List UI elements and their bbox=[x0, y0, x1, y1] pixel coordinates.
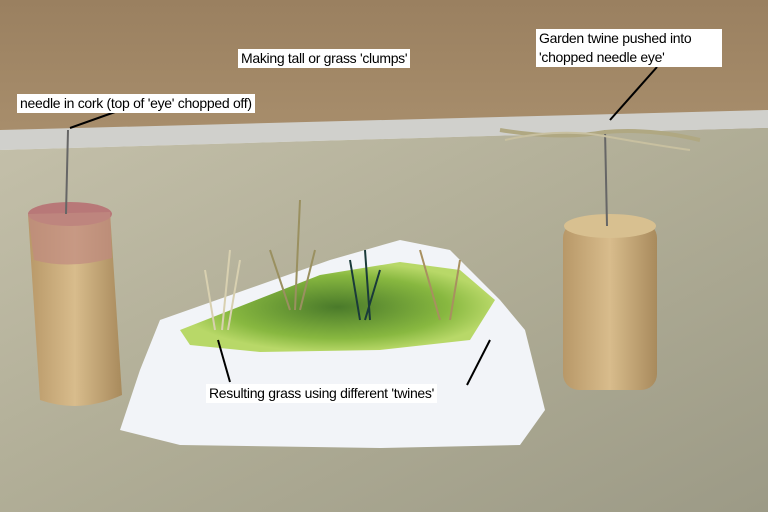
left-cork bbox=[28, 129, 122, 406]
metal-rail bbox=[0, 110, 768, 150]
twine-annotation-line2: 'chopped needle eye' bbox=[539, 49, 665, 65]
pointer-lines bbox=[69, 66, 658, 386]
needle-annotation: needle in cork (top of 'eye' chopped off… bbox=[17, 94, 255, 113]
grass-tufts bbox=[204, 199, 461, 331]
right-cork bbox=[499, 128, 701, 390]
grass-patch bbox=[180, 262, 495, 352]
twine-annotation: Garden twine pushed into 'chopped needle… bbox=[536, 29, 722, 67]
title-annotation: Making tall or grass 'clumps' bbox=[238, 49, 411, 68]
twine-annotation-line1: Garden twine pushed into bbox=[539, 30, 692, 46]
result-annotation: Resulting grass using different 'twines' bbox=[206, 384, 437, 403]
